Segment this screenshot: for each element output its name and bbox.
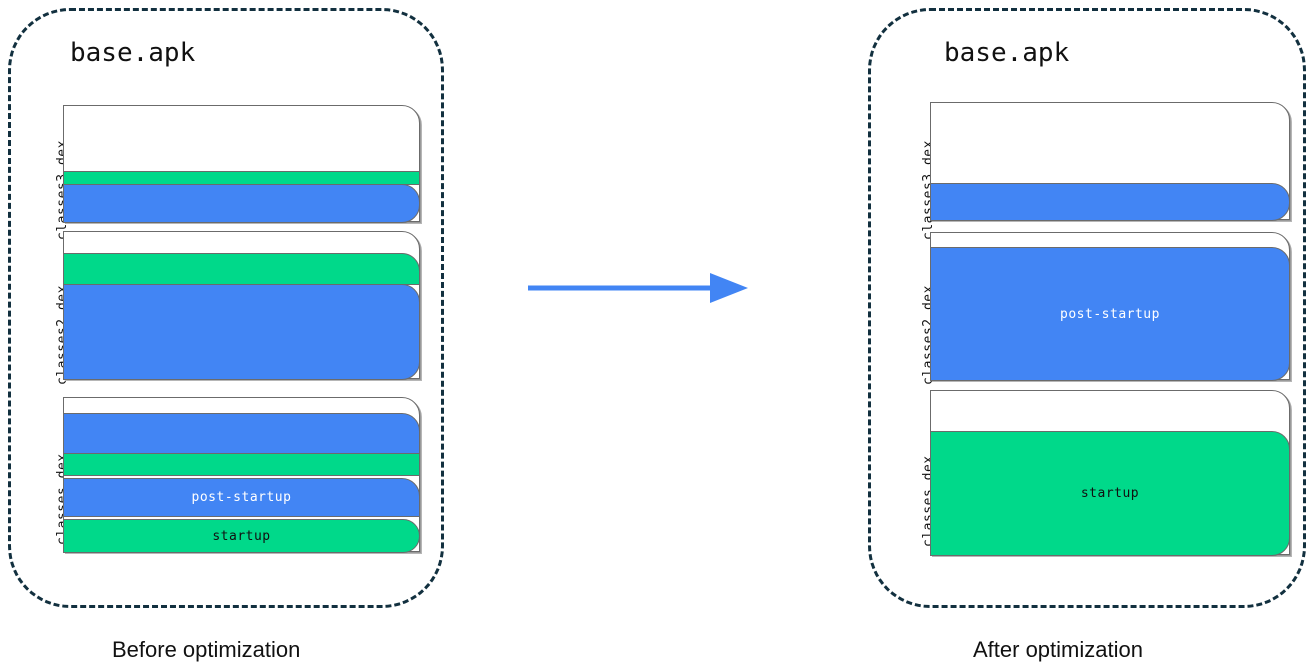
caption-before: Before optimization <box>112 637 301 662</box>
dex-box-classes3-after <box>930 102 1290 221</box>
transition-arrow <box>520 262 760 314</box>
dex-segment-blue <box>63 284 420 380</box>
dex-segment-blue <box>63 184 420 223</box>
dex-segment-blue <box>930 183 1290 221</box>
caption-after: After optimization <box>973 637 1143 662</box>
dex-segment-blue <box>63 413 420 454</box>
dex-segment-green <box>63 253 420 285</box>
apk-title-before: base.apk <box>70 38 196 68</box>
dex-segment-green <box>63 171 420 185</box>
dex-segment-startup: startup <box>930 431 1290 556</box>
arrow-right-icon <box>528 273 748 303</box>
dex-box-classes3-before <box>63 105 420 223</box>
dex-segment-post-startup: post-startup <box>63 478 420 517</box>
dex-box-classes2-after: post-startup <box>930 232 1290 381</box>
dex-segment-green <box>63 453 420 476</box>
dex-box-classes-after: startup <box>930 390 1290 556</box>
dex-segment-startup: startup <box>63 519 420 553</box>
dex-box-classes-before: post-startup startup <box>63 397 420 553</box>
dex-segment-post-startup: post-startup <box>930 247 1290 381</box>
apk-title-after: base.apk <box>944 38 1070 68</box>
dex-box-classes2-before <box>63 231 420 380</box>
